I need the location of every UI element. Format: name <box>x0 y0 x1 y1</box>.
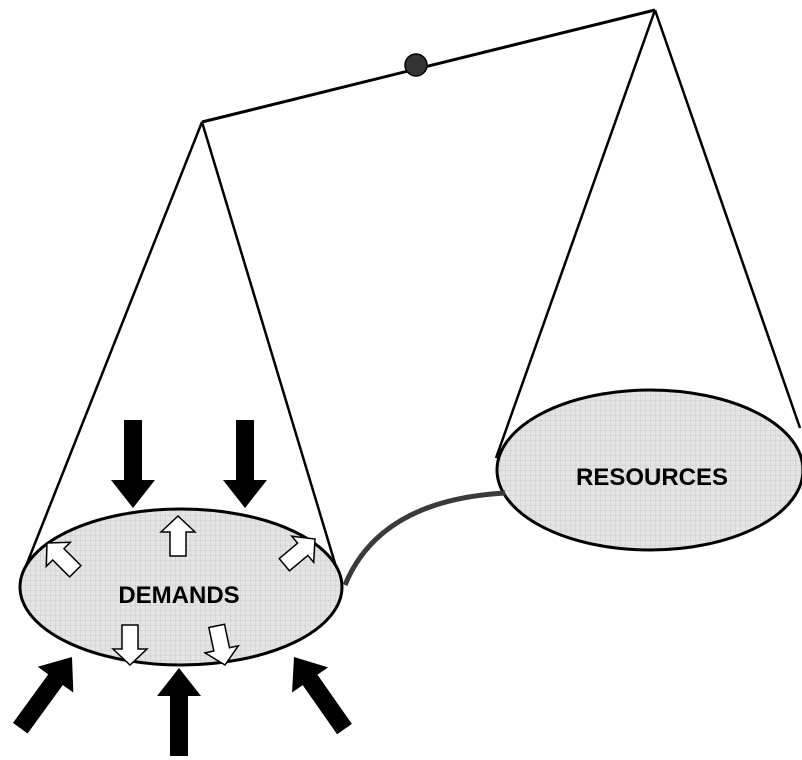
left-string-outer <box>20 121 204 577</box>
dark-arrow-bottom-right <box>292 657 352 735</box>
light-arrow-up <box>159 514 197 557</box>
scale-beam <box>201 8 656 124</box>
resources-label: RESOURCES <box>576 464 728 491</box>
dark-arrow-top-left <box>111 420 155 508</box>
scale-pivot <box>404 53 428 77</box>
dark-arrow-bottom-left <box>12 657 74 734</box>
right-string-outer <box>494 9 657 459</box>
resources-pan: RESOURCES <box>495 388 802 552</box>
light-arrow-down-left <box>111 624 149 667</box>
connector-curve <box>342 490 506 586</box>
demands-label: DEMANDS <box>118 582 239 609</box>
light-arrow-down-right <box>203 623 240 667</box>
dark-arrow-bottom-center <box>157 668 201 756</box>
left-string-inner <box>200 121 339 571</box>
dark-arrow-top-right <box>223 420 267 508</box>
right-string-inner <box>653 9 802 429</box>
demands-pan: DEMANDS <box>18 507 344 667</box>
light-arrow-up-left <box>45 541 83 579</box>
light-arrow-up-right <box>278 535 316 572</box>
